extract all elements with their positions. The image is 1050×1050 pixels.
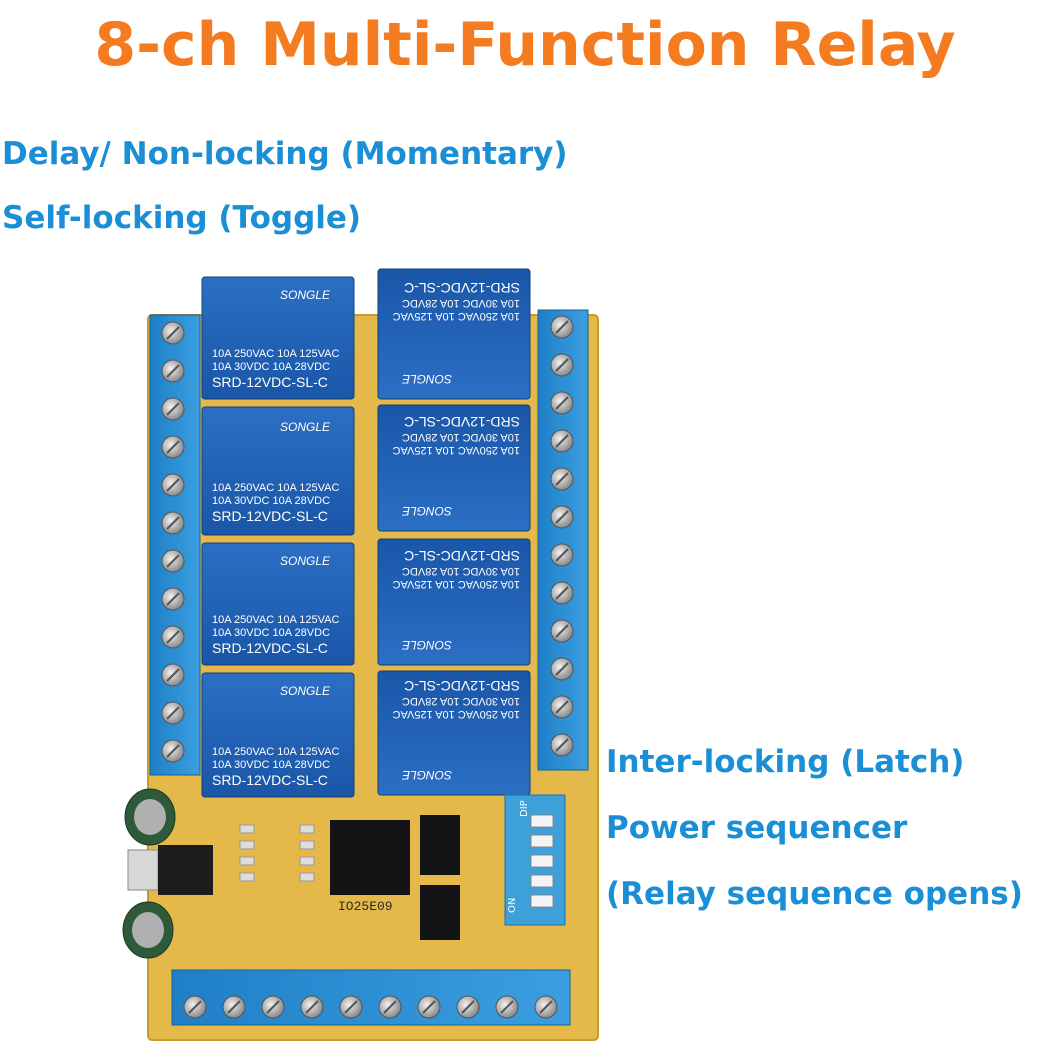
dip-label: DIP [519,800,530,817]
relay-brand: SONGLE [280,684,331,698]
dip-switch-key[interactable] [530,834,554,848]
relay-rating: 10A 30VDC 10A 28VDC [212,627,330,639]
dip-switch-key[interactable] [530,814,554,828]
main-chip: IO25E09 [330,820,410,914]
relay-rating: 10A 250VAC 10A 125VAC [393,444,520,456]
relay-model: SRD-12VDC-SL-C [404,414,520,430]
status-leds [239,824,315,882]
status-led [299,872,315,882]
relay-left-4: SONGLE 10A 250VAC 10A 125VAC 10A 30VDC 1… [201,672,355,798]
dip-switch-key[interactable] [530,874,554,888]
relay-rating: 10A 30VDC 10A 28VDC [212,759,330,771]
relay-model: SRD-12VDC-SL-C [404,678,520,694]
capacitor-top [124,788,176,846]
status-led [239,824,255,834]
dip-on-label: ON [507,898,518,913]
relay-board-photo: SONGLE 10A 250VAC 10A 125VAC 10A 30VDC 1… [122,268,599,1041]
relay-rating: 10A 250VAC 10A 125VAC [212,348,339,360]
relay-brand: SONGLE [280,288,331,302]
relay-model: SRD-12VDC-SL-C [212,640,328,656]
relay-right-1: SONGLE 10A 250VAC 10A 125VAC 10A 30VDC 1… [377,268,531,400]
page-title: 8-ch Multi-Function Relay [94,10,956,80]
relay-rating: 10A 250VAC 10A 125VAC [393,708,520,720]
relay-model: SRD-12VDC-SL-C [212,374,328,390]
relay-brand: SONGLE [401,372,452,386]
relay-brand: SONGLE [401,504,452,518]
relay-rating: 10A 30VDC 10A 28VDC [402,695,520,707]
feature-power-sequencer: Power sequencer [606,810,908,846]
dip-switch-key[interactable] [530,854,554,868]
relay-rating: 10A 250VAC 10A 125VAC [393,578,520,590]
relay-brand: SONGLE [280,420,331,434]
status-led [239,872,255,882]
relay-right-3: SONGLE 10A 250VAC 10A 125VAC 10A 30VDC 1… [377,538,531,666]
driver-chip-1 [420,815,460,875]
status-led [299,840,315,850]
chip-label: IO25E09 [338,899,393,914]
driver-chip-2 [420,885,460,940]
relay-right-4: SONGLE 10A 250VAC 10A 125VAC 10A 30VDC 1… [377,670,531,796]
feature-relay-sequence-opens: (Relay sequence opens) [606,876,1023,912]
status-led [299,856,315,866]
right-terminal-block [537,309,589,771]
relay-left-2: SONGLE 10A 250VAC 10A 125VAC 10A 30VDC 1… [201,406,355,536]
status-led [239,840,255,850]
relay-model: SRD-12VDC-SL-C [212,772,328,788]
relay-rating: 10A 30VDC 10A 28VDC [402,565,520,577]
dip-switch: ON DIP [504,794,566,926]
left-terminal-block [149,314,201,776]
relay-left-1: SONGLE 10A 250VAC 10A 125VAC 10A 30VDC 1… [201,276,355,400]
relay-brand: SONGLE [280,554,331,568]
relay-rating: 10A 250VAC 10A 125VAC [212,614,339,626]
relay-brand: SONGLE [401,638,452,652]
feature-self-locking-toggle: Self-locking (Toggle) [2,200,362,236]
capacitor-bottom [122,901,174,959]
bottom-terminal-block [171,969,571,1026]
relay-model: SRD-12VDC-SL-C [212,508,328,524]
relay-left-3: SONGLE 10A 250VAC 10A 125VAC 10A 30VDC 1… [201,542,355,666]
status-led [299,824,315,834]
feature-inter-locking-latch: Inter-locking (Latch) [606,744,965,780]
status-led [239,856,255,866]
relay-rating: 10A 30VDC 10A 28VDC [212,361,330,373]
dip-switch-key[interactable] [530,894,554,908]
voltage-regulator [127,845,213,895]
relay-rating: 10A 30VDC 10A 28VDC [212,495,330,507]
relay-right-2: SONGLE 10A 250VAC 10A 125VAC 10A 30VDC 1… [377,404,531,532]
relay-rating: 10A 250VAC 10A 125VAC [212,746,339,758]
relay-rating: 10A 250VAC 10A 125VAC [212,482,339,494]
relay-model: SRD-12VDC-SL-C [404,280,520,296]
relay-brand: SONGLE [401,768,452,782]
relay-rating: 10A 250VAC 10A 125VAC [393,310,520,322]
feature-delay-momentary: Delay/ Non-locking (Momentary) [2,136,568,172]
relay-rating: 10A 30VDC 10A 28VDC [402,431,520,443]
relay-model: SRD-12VDC-SL-C [404,548,520,564]
relay-rating: 10A 30VDC 10A 28VDC [402,297,520,309]
